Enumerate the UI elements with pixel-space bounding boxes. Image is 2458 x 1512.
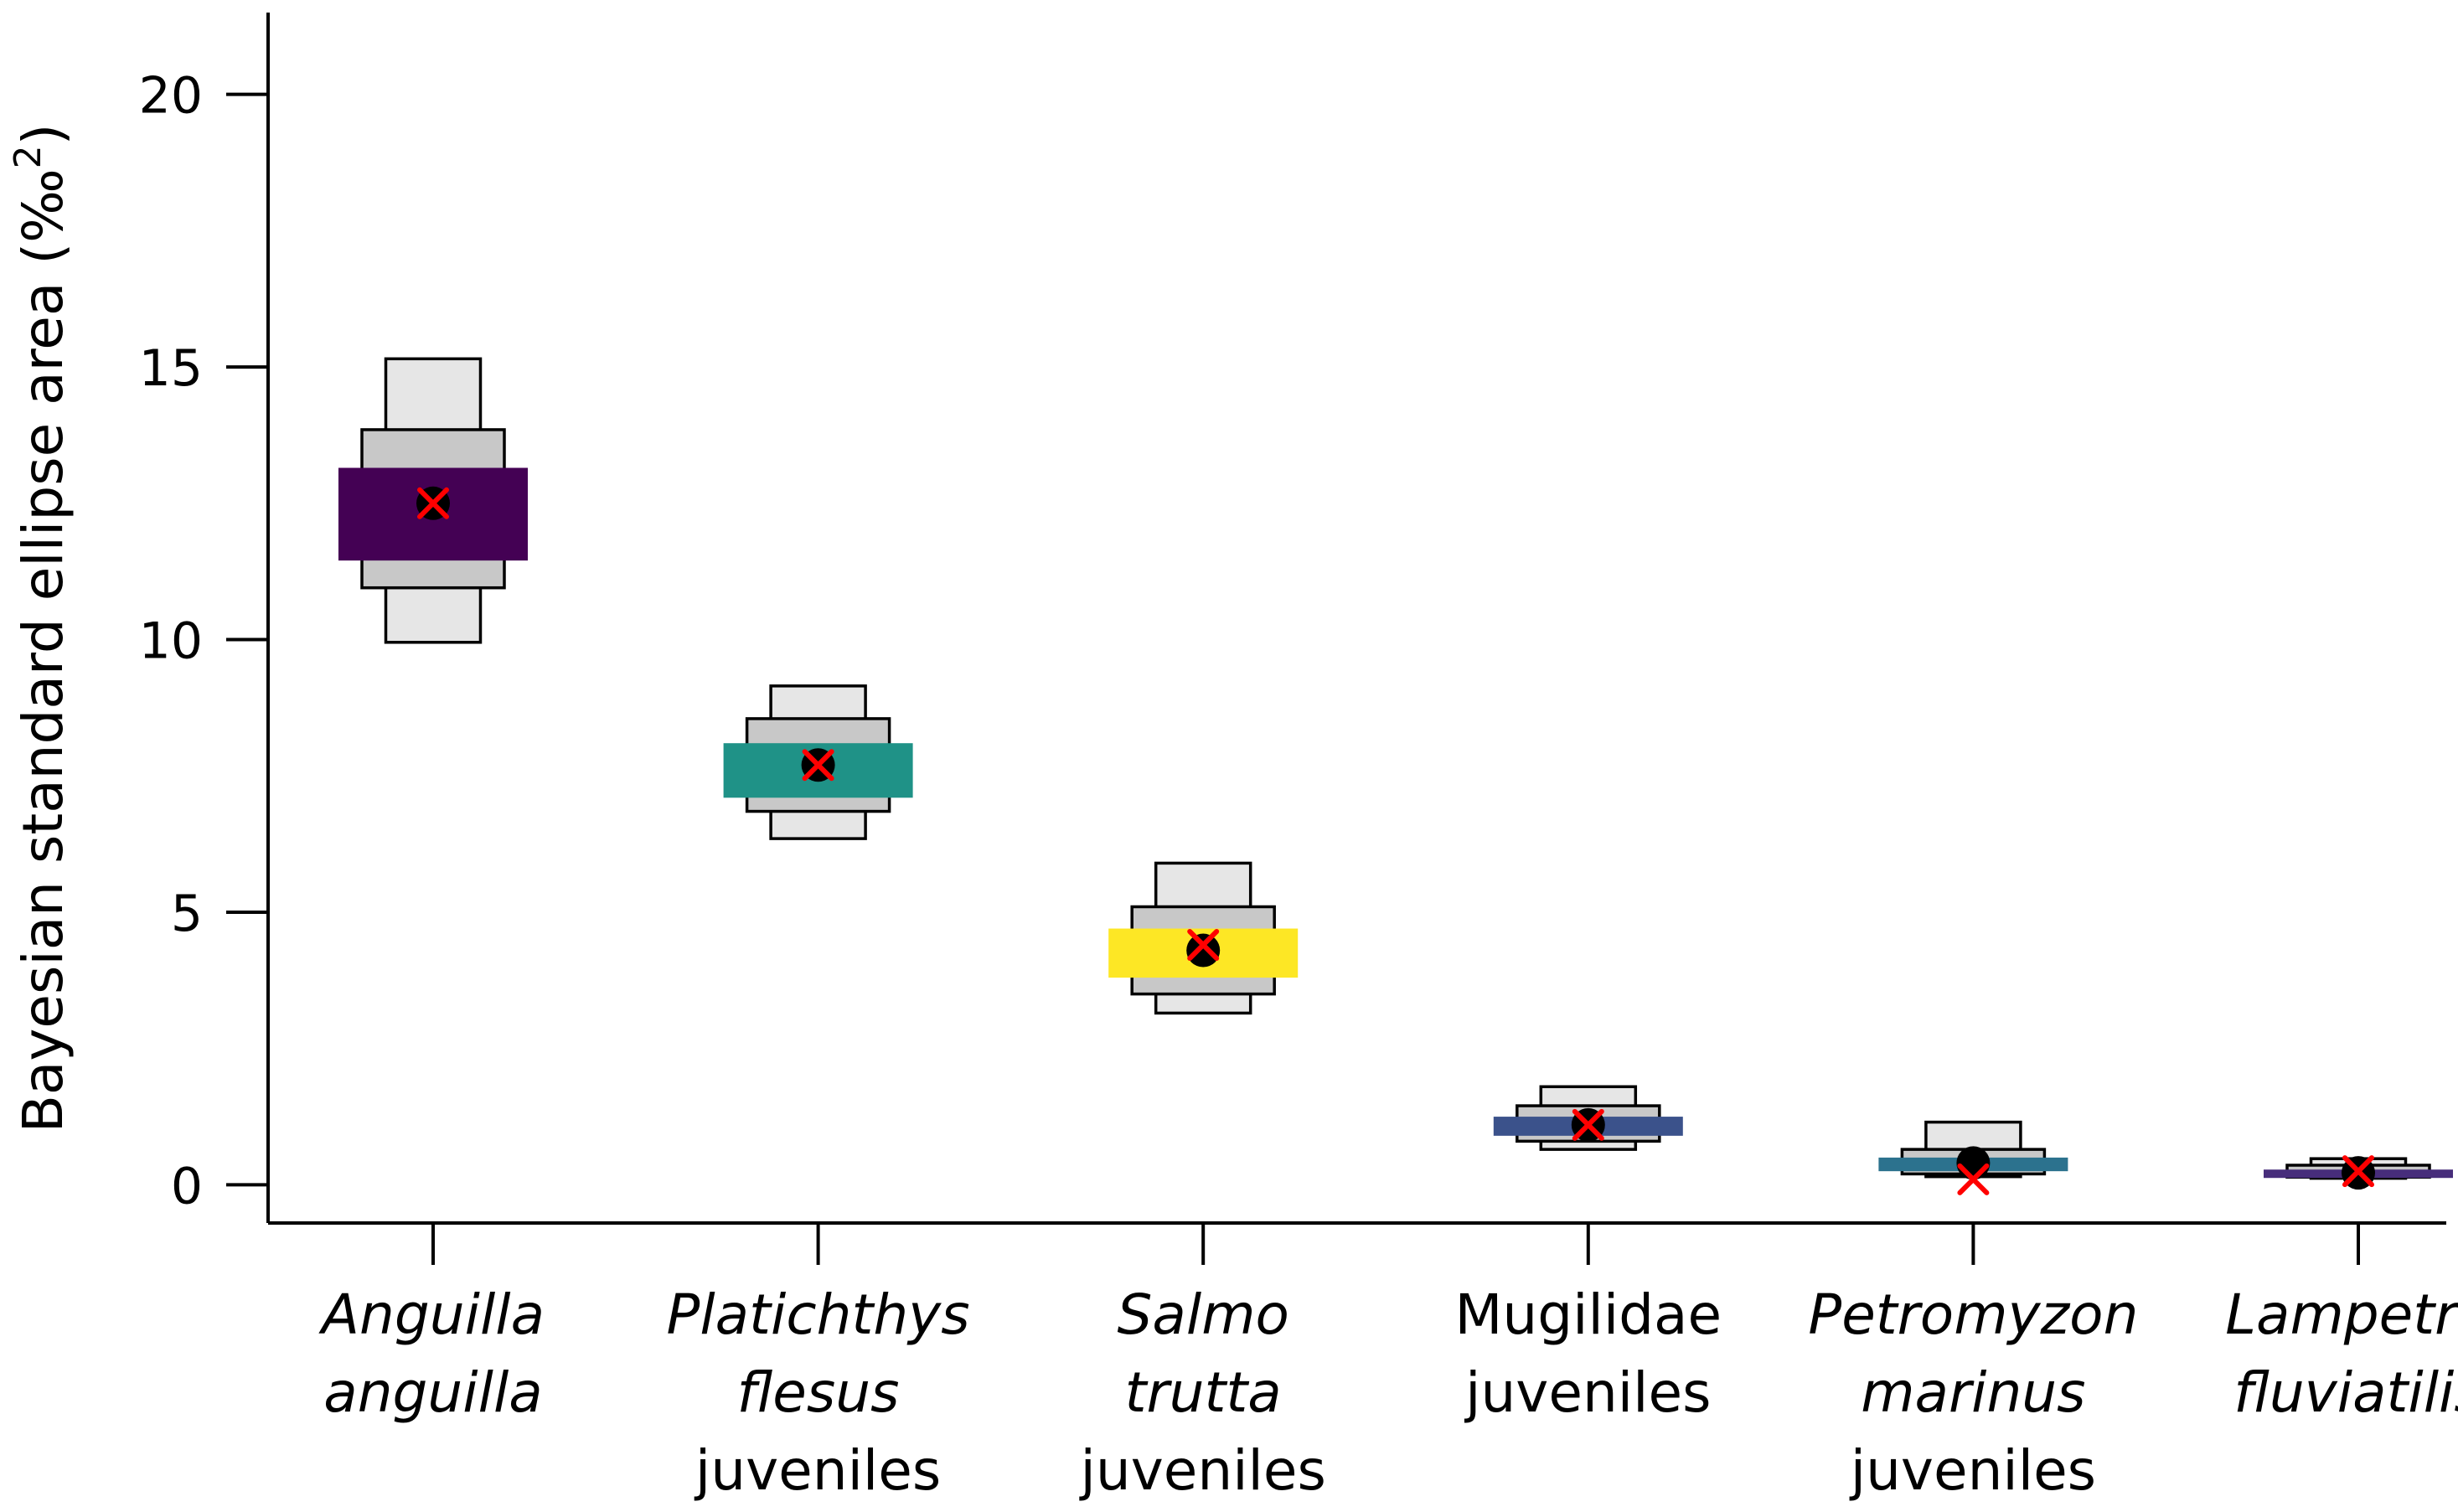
x-tick-label-line: juveniles <box>1079 1438 1326 1503</box>
x-tick-label-line: Petromyzon <box>1808 1282 2138 1347</box>
mode-point <box>1186 933 1221 968</box>
category-group <box>1878 1120 2068 1195</box>
category-group <box>2264 1155 2453 1190</box>
mode-point <box>1956 1146 1991 1180</box>
x-axis-ticks: Anguilla anguilla Platichthys flesus juvenil… <box>318 1223 2458 1503</box>
x-tick-label: Anguilla anguilla <box>318 1282 545 1425</box>
ml-estimate-cross <box>1187 929 1220 962</box>
x-tick-label-line: flesus <box>737 1360 900 1425</box>
x-tick-label-line: juveniles <box>1849 1438 2096 1503</box>
x-tick-label: Mugilidae juveniles <box>1454 1282 1722 1425</box>
x-tick-label-line: Platichthys <box>667 1282 970 1347</box>
ml-cross-stroke <box>417 487 449 519</box>
x-tick-label: Salmo trutta juveniles <box>1079 1282 1326 1503</box>
x-tick-label: Petromyzon marinus juveniles <box>1808 1282 2138 1503</box>
ml-cross-stroke <box>1187 929 1220 962</box>
x-tick-label-line: juveniles <box>694 1438 941 1503</box>
ml-estimate-cross <box>802 749 834 782</box>
ml-cross-stroke <box>1572 1108 1604 1141</box>
x-tick-label: Platichthys flesus juveniles <box>667 1282 970 1503</box>
ml-cross-stroke <box>1957 1163 1990 1195</box>
y-axis-title-superscript: 2 <box>7 145 49 168</box>
x-tick-label-line: Mugilidae <box>1454 1282 1722 1347</box>
chart-axes <box>266 13 2446 1225</box>
y-axis-title-main: Bayesian standard ellipse area (‰ <box>11 168 75 1133</box>
category-group <box>338 357 528 644</box>
x-tick-label-line: Anguilla <box>318 1282 545 1347</box>
ml-estimate-cross <box>417 487 449 519</box>
ml-cross-stroke <box>2342 1155 2374 1188</box>
x-tick-label-line: juveniles <box>1464 1360 1711 1425</box>
category-group <box>1108 861 1299 1015</box>
category-group <box>1493 1085 1683 1151</box>
ml-estimate-cross <box>1957 1163 1990 1195</box>
ml-estimate-cross <box>2342 1155 2374 1188</box>
y-axis-title-close: ) <box>11 124 75 146</box>
x-tick-label: Lampetra fluviatilis <box>2225 1282 2458 1425</box>
ml-cross-stroke <box>802 749 834 782</box>
x-tick-label-line: trutta <box>1125 1360 1282 1425</box>
x-tick-label-line: Salmo <box>1118 1282 1289 1347</box>
category-group <box>723 684 913 840</box>
ml-estimate-cross <box>1572 1108 1604 1141</box>
y-tick-label: 15 <box>139 339 203 398</box>
y-axis-title: Bayesian standard ellipse area (‰2) <box>7 124 75 1133</box>
y-tick-label: 0 <box>171 1157 203 1215</box>
x-tick-label-line: Lampetra <box>2225 1282 2458 1347</box>
y-tick-label: 5 <box>171 885 203 943</box>
y-tick-label: 10 <box>139 612 203 671</box>
chart-marks <box>338 357 2453 1195</box>
x-tick-label-line: anguilla <box>323 1360 542 1425</box>
y-tick-label: 20 <box>139 67 203 126</box>
x-tick-label-line: marinus <box>1861 1360 2085 1425</box>
y-axis-ticks: 0 5 10 15 20 <box>139 67 268 1215</box>
x-tick-label-line: fluviatilis <box>2233 1360 2458 1425</box>
